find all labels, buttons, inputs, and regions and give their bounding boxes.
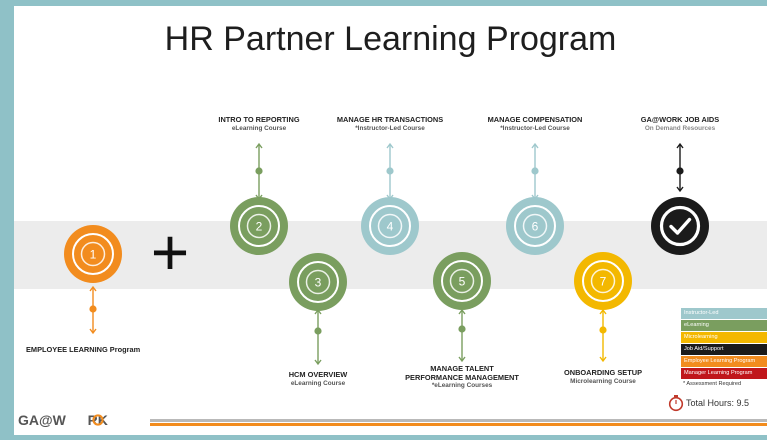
step-6-title: MANAGE COMPENSATION [487, 115, 583, 124]
step-2-title: INTRO TO REPORTING [218, 115, 300, 124]
legend-note: * Assessment Required [683, 381, 742, 387]
step-6-node: 6 [506, 197, 564, 255]
step-5-title-line1: MANAGE TALENT [430, 364, 494, 373]
step-3-number: 3 [315, 276, 322, 290]
step-5-number: 5 [459, 275, 466, 289]
step-1-label: EMPLOYEE LEARNING Program [26, 345, 176, 355]
checkmark-icon [651, 197, 709, 255]
step-7-title: ONBOARDING SETUP [563, 368, 643, 377]
legend-label: Job Aid/Support [684, 346, 724, 352]
step-2-label: INTRO TO REPORTING eLearning Course [199, 115, 319, 132]
footer-logo: GA@WOORK [18, 412, 108, 428]
legend-item-manager-learning: Manager Learning Program [681, 368, 767, 379]
step-7-number: 7 [600, 275, 607, 289]
step-5-label: MANAGE TALENT PERFORMANCE MANAGEMENT *eL… [392, 364, 532, 390]
legend-label: Microlearning [684, 334, 718, 340]
step-1-number: 1 [90, 248, 97, 262]
plus-symbol: + [151, 215, 190, 289]
step-7-node: 7 [574, 252, 632, 310]
footer-stripe-grey [150, 419, 767, 422]
step-7-label: ONBOARDING SETUP Microlearning Course [548, 368, 658, 385]
step-2-subtitle: eLearning Course [231, 124, 287, 132]
logo-part-2: RK [88, 412, 108, 428]
connector-dot-1 [89, 305, 97, 313]
page-title: HR Partner Learning Program [164, 20, 617, 58]
step-6-subtitle: *Instructor-Led Course [500, 124, 570, 132]
step-6-label: MANAGE COMPENSATION *Instructor-Led Cour… [470, 115, 600, 132]
step-4-node: 4 [361, 197, 419, 255]
legend-item-microlearning: Microlearning [681, 332, 767, 343]
job-aids-subtitle: On Demand Resources [644, 124, 716, 132]
connector-dot-4 [386, 167, 394, 175]
step-4-number: 4 [387, 220, 394, 234]
step-3-node: 3 [289, 253, 347, 311]
step-2-number: 2 [256, 220, 263, 234]
svg-text:GA@WOORK: GA@WOORK [18, 412, 108, 428]
legend-item-job-aid: Job Aid/Support [681, 344, 767, 355]
step-1-title: EMPLOYEE LEARNING Program [26, 345, 141, 354]
footer-stripe-orange [150, 423, 767, 426]
step-1-node: 1 [64, 225, 122, 283]
legend-label: Employee Learning Program [684, 358, 756, 364]
logo-part-1: GA@W [18, 412, 67, 428]
step-2-node: 2 [230, 197, 288, 255]
legend-item-employee-learning: Employee Learning Program [681, 356, 767, 367]
connector-dot-5 [458, 325, 466, 333]
connector-dot-7 [599, 326, 607, 334]
connector-dot-job-aids [676, 167, 684, 175]
connector-dot-3 [314, 327, 322, 335]
legend-label: Instructor-Led [684, 310, 719, 316]
logo-sun-icon [92, 414, 104, 426]
job-aids-title: GA@WORK JOB AIDS [640, 115, 720, 124]
connector-dot-2 [255, 167, 263, 175]
stopwatch-icon [668, 395, 684, 412]
step-7-subtitle: Microlearning Course [570, 377, 636, 385]
step-4-title: MANAGE HR TRANSACTIONS [336, 115, 444, 124]
step-4-label: MANAGE HR TRANSACTIONS *Instructor-Led C… [320, 115, 460, 132]
step-4-subtitle: *Instructor-Led Course [355, 124, 425, 132]
step-5-title-line2: PERFORMANCE MANAGEMENT [405, 372, 519, 382]
step-5-subtitle: *eLearning Courses [431, 382, 493, 390]
legend-item-instructor-led: Instructor-Led [681, 308, 767, 319]
step-3-subtitle: eLearning Course [290, 379, 346, 387]
legend-label: Manager Learning Program [684, 370, 753, 376]
legend-label: eLearning [684, 322, 709, 328]
step-5-node: 5 [433, 252, 491, 310]
connector-dot-6 [531, 167, 539, 175]
step-6-number: 6 [532, 220, 539, 234]
job-aids-label: GA@WORK JOB AIDS On Demand Resources [627, 115, 733, 132]
total-hours: Total Hours: 9.5 [686, 398, 750, 408]
step-3-label: HCM OVERVIEW eLearning Course [268, 370, 368, 387]
step-3-title: HCM OVERVIEW [288, 370, 348, 379]
legend-item-elearning: eLearning [681, 320, 767, 331]
